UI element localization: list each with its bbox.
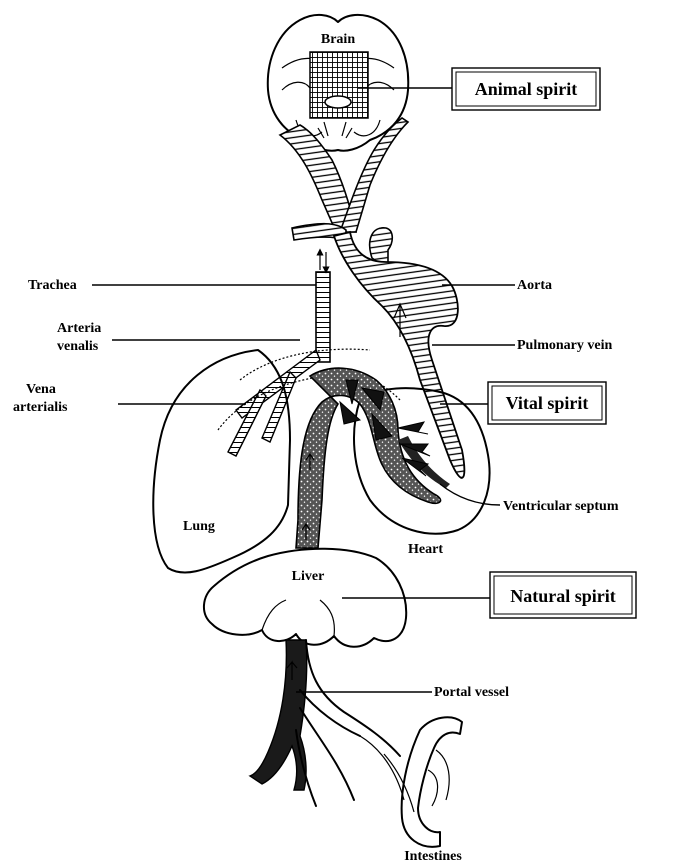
label-vena-arterialis-1: Vena — [26, 382, 56, 397]
natural-spirit-label: Natural spirit — [510, 586, 616, 606]
label-heart: Heart — [408, 542, 443, 557]
animal-spirit-label: Animal spirit — [475, 79, 578, 99]
label-trachea: Trachea — [28, 278, 77, 293]
label-arteria-venalis-1: Arteria — [57, 321, 101, 336]
portal-vessel-drawing — [250, 640, 400, 806]
vital-spirit-label: Vital spirit — [506, 393, 589, 413]
neck-vessels — [280, 118, 408, 232]
leader-lines — [92, 88, 515, 692]
label-brain: Brain — [321, 32, 355, 47]
intestines-drawing — [360, 717, 462, 846]
vital-spirit-box: Vital spirit — [488, 382, 606, 424]
label-liver: Liver — [292, 569, 325, 584]
label-lung: Lung — [183, 519, 215, 534]
label-vena-arterialis-2: arterialis — [13, 400, 68, 415]
animal-spirit-box: Animal spirit — [452, 68, 600, 110]
label-intestines: Intestines — [404, 849, 462, 864]
natural-spirit-box: Natural spirit — [490, 572, 636, 618]
label-portal-vessel: Portal vessel — [434, 685, 509, 700]
label-arteria-venalis-2: venalis — [57, 339, 99, 354]
label-aorta: Aorta — [517, 278, 552, 293]
label-ventricular-septum: Ventricular septum — [503, 499, 619, 514]
label-pulmonary-vein: Pulmonary vein — [517, 338, 612, 353]
